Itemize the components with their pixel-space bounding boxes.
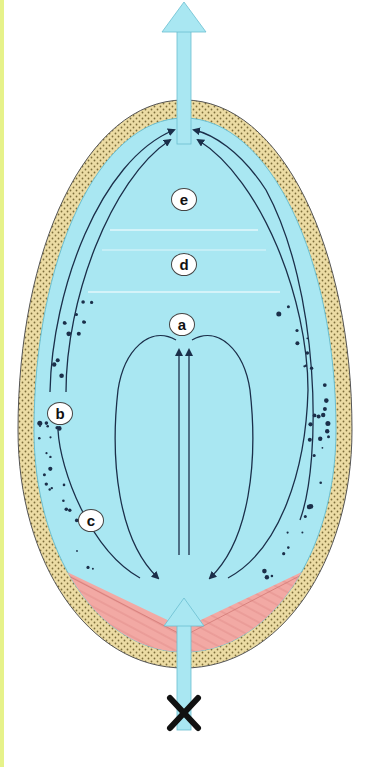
particle: [64, 322, 66, 324]
particle: [45, 452, 47, 454]
particle: [301, 532, 303, 534]
particle: [323, 407, 327, 411]
letter-circle: d: [171, 253, 197, 276]
callout-letter: e: [180, 192, 188, 207]
particle: [318, 437, 322, 441]
particle: [49, 488, 51, 490]
particle: [45, 482, 48, 485]
particle: [308, 422, 312, 426]
particle: [90, 301, 93, 304]
particle: [324, 398, 329, 403]
particle: [295, 329, 298, 332]
particle: [308, 438, 312, 442]
particle: [304, 515, 307, 518]
inner-cavity: [34, 118, 336, 652]
particle: [59, 373, 64, 378]
particle: [323, 383, 327, 387]
particle: [321, 413, 325, 417]
particle: [65, 508, 69, 512]
particle: [63, 484, 66, 487]
particle: [48, 467, 52, 471]
particle: [325, 429, 329, 433]
particle: [319, 482, 322, 485]
particle: [86, 566, 89, 569]
particle: [262, 569, 267, 574]
particle: [322, 447, 324, 449]
zone-line: [88, 291, 280, 292]
particle: [45, 421, 49, 425]
shell: [18, 100, 352, 668]
letter-circle: c: [78, 509, 104, 532]
particle: [81, 300, 85, 304]
particle: [77, 332, 81, 336]
page-edge: [0, 0, 4, 767]
particle: [57, 426, 62, 431]
particle: [52, 362, 56, 366]
particle: [37, 421, 42, 426]
pink-zone: [0, 540, 369, 767]
callout-letter: a: [178, 317, 186, 332]
particle: [83, 321, 86, 324]
letter-circle: e: [171, 188, 197, 211]
particle: [307, 505, 312, 510]
callout-letter: b: [55, 406, 64, 421]
particle: [46, 425, 49, 428]
particle: [276, 312, 281, 317]
particle: [265, 576, 267, 578]
particle: [56, 358, 60, 362]
particle: [51, 487, 53, 489]
blocked-cross: [170, 698, 198, 728]
callout-letter: c: [87, 513, 95, 528]
particle: [62, 499, 65, 502]
callout-letter: d: [179, 257, 188, 272]
particle: [68, 509, 71, 512]
particle: [38, 437, 41, 440]
zone-line: [110, 229, 258, 230]
particle: [287, 305, 290, 308]
particle: [63, 321, 67, 325]
particle: [313, 454, 316, 457]
letter-circle: b: [47, 402, 73, 425]
particle: [317, 414, 321, 418]
particle: [327, 435, 330, 438]
particle: [82, 320, 86, 324]
particle: [287, 532, 289, 534]
particle: [49, 436, 51, 438]
particle: [265, 575, 269, 579]
particles: [37, 300, 330, 579]
particle: [49, 456, 51, 458]
flow-arrows: [50, 130, 313, 578]
particle: [287, 546, 290, 549]
particle: [303, 365, 305, 367]
particle: [295, 341, 299, 345]
particle: [76, 550, 78, 552]
particle: [43, 473, 46, 476]
letter-circle: a: [169, 313, 195, 336]
particle: [325, 421, 330, 426]
particle: [271, 575, 274, 578]
outlet-arrow: [177, 28, 191, 144]
particle: [282, 552, 285, 555]
particle: [92, 568, 94, 570]
